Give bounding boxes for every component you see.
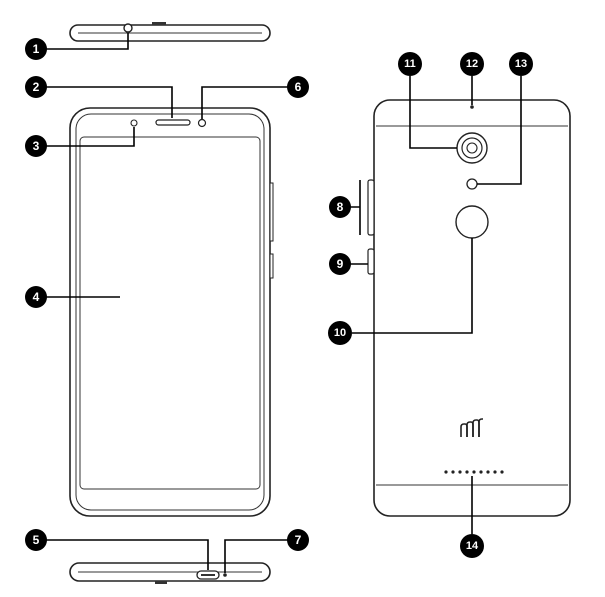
top-edge-button [152, 22, 166, 25]
callout-3: 3 [25, 135, 47, 157]
front-camera-icon [197, 118, 207, 128]
svg-text:13: 13 [515, 58, 527, 70]
svg-text:1: 1 [33, 42, 40, 56]
svg-text:6: 6 [295, 80, 302, 94]
callout-12: 12 [460, 52, 484, 76]
callout-1: 1 [25, 38, 47, 60]
phone-back-view [367, 99, 571, 517]
rear-microphone-icon [470, 105, 474, 109]
loudspeaker-grille-icon [444, 470, 504, 474]
callout-14: 14 [460, 534, 484, 558]
back-volume-key [367, 179, 375, 236]
bottom-edge-tab [155, 581, 167, 584]
callout-7: 7 [287, 529, 309, 551]
callout-6: 6 [287, 76, 309, 98]
callout-2: 2 [25, 76, 47, 98]
callout-9: 9 [329, 253, 351, 275]
microphone-icon [223, 573, 227, 577]
svg-text:12: 12 [466, 58, 478, 70]
leader-3 [45, 127, 135, 147]
proximity-sensor-icon [130, 119, 138, 127]
front-side-volume-key [269, 182, 274, 242]
leader-2 [45, 86, 173, 118]
headphone-jack-icon [123, 23, 133, 33]
fingerprint-sensor-icon [455, 205, 489, 239]
phone-top-edge-view [69, 22, 271, 42]
leader-8 [350, 180, 361, 235]
callout-5: 5 [25, 529, 47, 551]
front-display [79, 136, 261, 490]
svg-text:10: 10 [334, 327, 346, 339]
callout-10: 10 [328, 321, 352, 345]
phone-bottom-edge-view [69, 562, 271, 584]
usb-port-contacts [201, 574, 215, 576]
front-body [69, 107, 271, 517]
callout-4: 4 [25, 286, 47, 308]
leader-lines [43, 33, 522, 573]
svg-text:3: 3 [33, 139, 40, 153]
flash-icon [466, 178, 478, 190]
phone-front-view [69, 107, 274, 517]
rear-camera-icon [456, 132, 488, 164]
svg-text:2: 2 [33, 80, 40, 94]
leader-6 [201, 86, 288, 119]
front-bezel [75, 113, 265, 511]
svg-text:4: 4 [33, 290, 40, 304]
svg-text:14: 14 [466, 540, 479, 552]
leader-13 [477, 76, 522, 185]
svg-text:7: 7 [295, 533, 302, 547]
callout-11: 11 [398, 52, 422, 76]
microphone-m-logo-icon [460, 418, 483, 437]
front-side-power-key [269, 253, 274, 279]
leader-1 [43, 33, 129, 50]
back-power-key [367, 248, 375, 275]
leader-7 [224, 539, 288, 573]
leader-10 [352, 238, 473, 334]
svg-text:9: 9 [337, 257, 344, 271]
leader-11 [409, 76, 457, 149]
svg-text:5: 5 [33, 533, 40, 547]
callout-13: 13 [509, 52, 533, 76]
earpiece-speaker-icon [155, 119, 191, 126]
leader-5 [46, 539, 209, 570]
callout-8: 8 [329, 196, 351, 218]
svg-text:8: 8 [337, 200, 344, 214]
svg-text:11: 11 [404, 58, 416, 70]
